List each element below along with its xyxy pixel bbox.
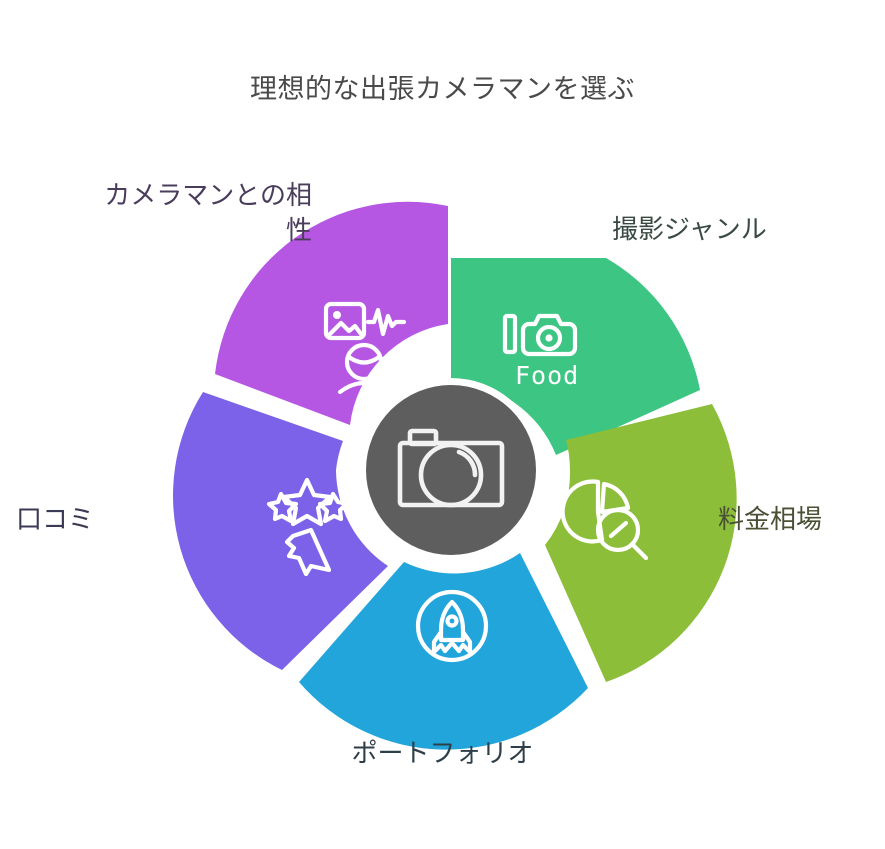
rocket-circle-icon <box>415 589 489 663</box>
food-camera-icon: Food <box>502 313 579 390</box>
segment-portfolio[interactable] <box>299 553 588 750</box>
page-title: 理想的な出張カメラマンを選ぶ <box>250 74 635 104</box>
label-compatibility: カメラマンとの相 性 <box>104 180 312 246</box>
segment-compatibility[interactable] <box>215 201 448 425</box>
center-hub[interactable] <box>359 378 543 562</box>
center-circle[interactable] <box>366 385 536 555</box>
photo-waveform-person-icon <box>323 301 407 395</box>
pie-chart-magnifier-icon <box>560 479 649 561</box>
food-label: Food <box>515 361 579 390</box>
segment-price[interactable] <box>545 404 737 682</box>
stars-megaphone-icon <box>266 477 350 577</box>
label-price: 料金相場 <box>718 504 823 534</box>
segment-review[interactable] <box>173 392 388 670</box>
segment-compatibility-shape[interactable] <box>215 201 448 425</box>
segment-genre-shape[interactable] <box>451 258 700 455</box>
segment-review-shape[interactable] <box>173 392 388 670</box>
segment-price-shape[interactable] <box>545 404 737 682</box>
camera-icon <box>397 428 505 508</box>
label-genre: 撮影ジャンル <box>612 214 767 244</box>
label-portfolio: ポートフォリオ <box>351 738 534 768</box>
segment-genre[interactable]: Food <box>451 258 700 455</box>
label-review: 口コミ <box>16 504 95 534</box>
